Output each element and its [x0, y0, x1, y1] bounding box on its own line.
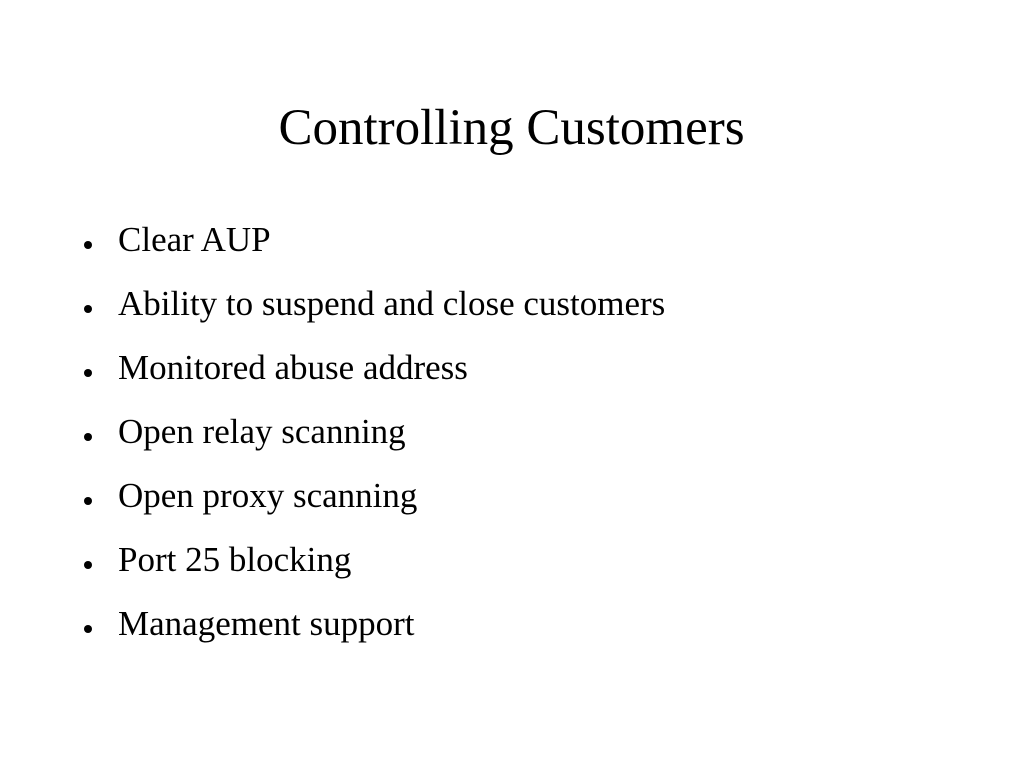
- bullet-text: Monitored abuse address: [118, 348, 468, 387]
- list-item: Open proxy scanning: [84, 464, 665, 528]
- bullet-dot-icon: [84, 561, 92, 569]
- bullet-text: Port 25 blocking: [118, 540, 352, 579]
- bullet-dot-icon: [84, 369, 92, 377]
- bullet-dot-icon: [84, 497, 92, 505]
- list-item: Ability to suspend and close customers: [84, 272, 665, 336]
- bullet-text: Clear AUP: [118, 220, 271, 259]
- slide-title: Controlling Customers: [278, 100, 745, 156]
- bullet-dot-icon: [84, 433, 92, 441]
- bullet-text: Open relay scanning: [118, 412, 406, 451]
- bullet-text: Ability to suspend and close customers: [118, 284, 666, 323]
- list-item: Open relay scanning: [84, 400, 665, 464]
- list-item: Clear AUP: [84, 208, 665, 272]
- bullet-dot-icon: [84, 625, 92, 633]
- list-item: Port 25 blocking: [84, 528, 665, 592]
- bullet-list: Clear AUP Ability to suspend and close c…: [84, 208, 665, 656]
- bullet-dot-icon: [84, 305, 92, 313]
- bullet-dot-icon: [84, 241, 92, 249]
- list-item: Monitored abuse address: [84, 336, 665, 400]
- bullet-text: Management support: [118, 604, 415, 643]
- bullet-text: Open proxy scanning: [118, 476, 418, 515]
- list-item: Management support: [84, 592, 665, 656]
